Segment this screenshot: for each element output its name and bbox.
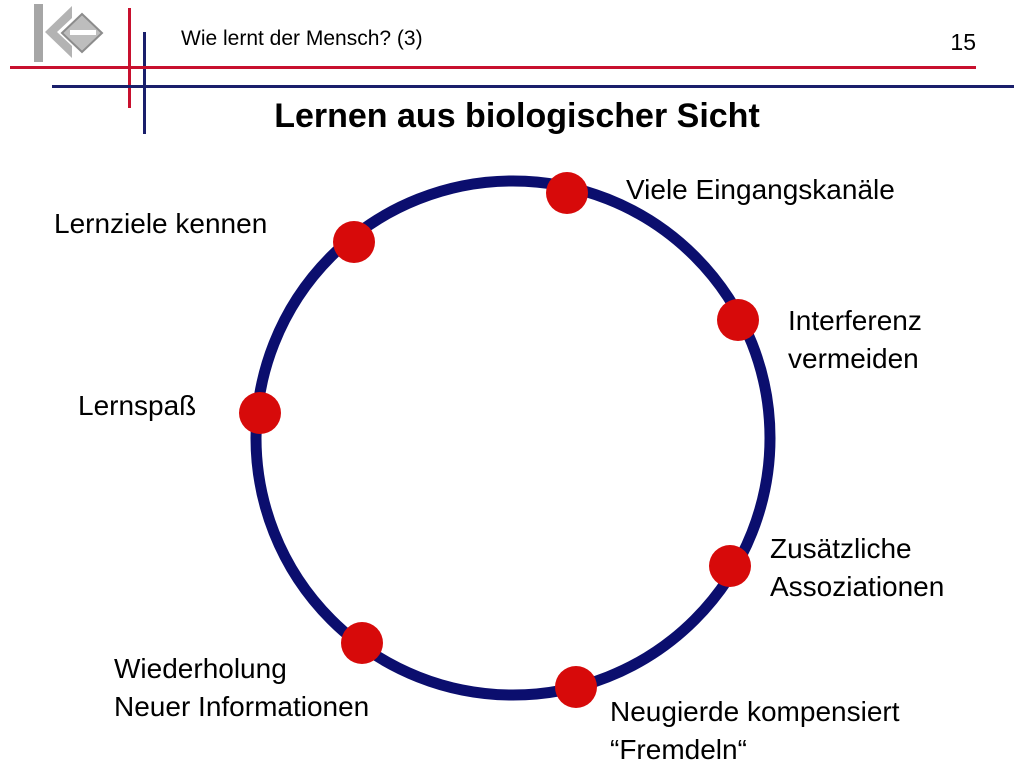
cycle-label-line: Lernziele kennen [54, 208, 268, 239]
slide-title: Lernen aus biologischer Sicht [274, 97, 760, 135]
cycle-label-assoziationen: Zusätzliche Assoziationen [770, 530, 944, 606]
cycle-label-line: “Fremdeln“ [610, 734, 747, 765]
cycle-label-lernziele: Lernziele kennen [54, 205, 267, 243]
cycle-label-line: vermeiden [788, 343, 919, 374]
cycle-node-interferenz [717, 299, 759, 341]
cycle-label-viele-eingangskanaele: Viele Eingangskanäle [626, 171, 895, 209]
cycle-node-lernspass [239, 392, 281, 434]
cycle-ring [250, 175, 776, 701]
cycle-label-line: Lernspaß [78, 390, 197, 421]
company-logo [34, 4, 104, 62]
cycle-label-neugierde: Neugierde kompensiert “Fremdeln“ [610, 693, 900, 769]
cycle-label-lernspass: Lernspaß [78, 387, 196, 425]
page-number: 15 [950, 29, 976, 55]
header-title: Wie lernt der Mensch? (3) [181, 27, 423, 50]
cycle-label-line: Assoziationen [770, 571, 945, 602]
red-vertical-line [128, 8, 131, 108]
cycle-node-neugierde [555, 666, 597, 708]
navy-vertical-line [143, 32, 146, 134]
cycle-label-line: Viele Eingangskanäle [626, 174, 895, 205]
red-horizontal-line [10, 66, 976, 69]
cycle-label-line: Interferenz [788, 305, 922, 336]
cycle-label-interferenz: Interferenz vermeiden [788, 302, 922, 378]
cycle-label-line: Neugierde kompensiert [610, 696, 900, 727]
cycle-label-line: Zusätzliche [770, 533, 912, 564]
cycle-node-viele-eingangskanaele [546, 172, 588, 214]
cycle-node-lernziele [333, 221, 375, 263]
cycle-node-assoziationen [709, 545, 751, 587]
cycle-label-line: Wiederholung [114, 653, 287, 684]
cycle-node-wiederholung [341, 622, 383, 664]
navy-horizontal-line [52, 85, 1014, 88]
cycle-label-wiederholung: Wiederholung Neuer Informationen [114, 650, 369, 726]
cycle-label-line: Neuer Informationen [114, 691, 370, 722]
